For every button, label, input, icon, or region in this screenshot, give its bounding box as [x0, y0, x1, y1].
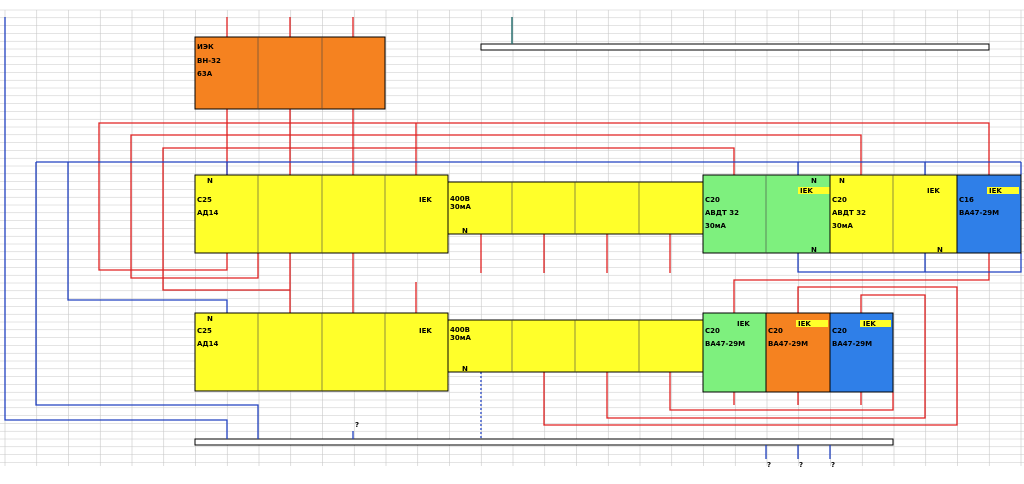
- row1-rcd-voltage: 400В: [450, 195, 470, 203]
- main-switch-model: ВН-32: [197, 57, 221, 65]
- row1-blue-brand: IEK: [989, 187, 1002, 195]
- row1-avdt1-model: АВДТ 32: [705, 209, 739, 217]
- row2-rcbo-model: АД14: [197, 340, 219, 348]
- unknown-mark-4: ?: [831, 461, 835, 469]
- row2-blue-iek-badge: [860, 320, 891, 327]
- row1-avdt2-brand: IEK: [927, 187, 940, 195]
- row1-rcbo-left: N С25 АД14 IEK: [194, 174, 449, 254]
- row1-avdt1-neutral-bottom: N: [811, 246, 817, 254]
- row1-avdt1-rating: С20: [705, 196, 720, 204]
- unknown-mark-1: ?: [355, 421, 359, 429]
- row1-avdt2-rating: С20: [832, 196, 847, 204]
- unknown-mark-3: ?: [799, 461, 803, 469]
- neutral-wiring: [4, 17, 1022, 459]
- row2-green-model: ВА47-29М: [705, 340, 745, 348]
- main-switch-brand: ИЭК: [197, 43, 214, 51]
- row1-avdt1-neutral-top: N: [811, 177, 817, 185]
- row2-rcbo-rating: С25: [197, 327, 212, 335]
- phase-wiring: [98, 17, 990, 426]
- row2-rcbo-neutral-label: N: [207, 315, 213, 323]
- row1-rcd-current: 30мА: [450, 203, 471, 211]
- row1-rcbo-rating: С25: [197, 196, 212, 204]
- row2-rcd-block: 400В 30мА N: [447, 319, 704, 373]
- row2-breaker-green: IEK С20 ВА47-29М: [702, 312, 767, 393]
- row1-avdt2-current: 30мА: [832, 222, 853, 230]
- row1-rcbo-brand: IEK: [419, 196, 432, 204]
- row1-avdt1-brand: IEK: [800, 187, 813, 195]
- row1-rcbo-neutral-label: N: [207, 177, 213, 185]
- row1-blue-iek-badge: [987, 187, 1019, 194]
- row1-avdt2-neutral-top: N: [839, 177, 845, 185]
- row2-orange-rating: С20: [768, 327, 783, 335]
- row2-orange-brand: IEK: [798, 320, 811, 328]
- row2-rcd-voltage: 400В: [450, 326, 470, 334]
- unknown-mark-2: ?: [767, 461, 771, 469]
- row2-blue-model: ВА47-29М: [832, 340, 872, 348]
- row2-breaker-orange: IEK С20 ВА47-29М: [765, 312, 831, 393]
- row2-rcd-neutral-label: N: [462, 365, 468, 373]
- row2-blue-rating: С20: [832, 327, 847, 335]
- row2-rcbo-brand: IEK: [419, 327, 432, 335]
- row1-blue-rating: С16: [959, 196, 974, 204]
- row1-rcd-block: 400В 30мА N: [447, 181, 704, 235]
- row2-orange-model: ВА47-29М: [768, 340, 808, 348]
- main-switch: ИЭК ВН-32 63А: [194, 36, 386, 110]
- row1-avdt-1: N IEK С20 АВДТ 32 30мА N: [702, 174, 831, 254]
- row2-rcbo-left: N С25 АД14 IEK: [194, 312, 449, 392]
- row1-avdt1-iek-badge: [798, 187, 830, 194]
- row2-orange-iek-badge: [796, 320, 828, 327]
- row1-avdt2-model: АВДТ 32: [832, 209, 866, 217]
- row2-blue-brand: IEK: [863, 320, 876, 328]
- row1-blue-model: ВА47-29М: [959, 209, 999, 217]
- top-busbar: [480, 43, 990, 51]
- row1-breaker-blue: IEK С16 ВА47-29М: [956, 174, 1022, 254]
- row2-green-brand: IEK: [737, 320, 750, 328]
- row1-avdt2-neutral-bottom: N: [937, 246, 943, 254]
- row2-green-rating: С20: [705, 327, 720, 335]
- bottom-busbar: [194, 438, 894, 446]
- row2-rcd-current: 30мА: [450, 334, 471, 342]
- row1-rcd-neutral-label: N: [462, 227, 468, 235]
- row1-rcbo-model: АД14: [197, 209, 219, 217]
- row2-breaker-blue: IEK С20 ВА47-29М: [829, 312, 894, 393]
- main-switch-rating: 63А: [197, 70, 213, 78]
- row1-avdt1-current: 30мА: [705, 222, 726, 230]
- row1-avdt-2: N IEK С20 АВДТ 32 30мА N: [829, 174, 958, 254]
